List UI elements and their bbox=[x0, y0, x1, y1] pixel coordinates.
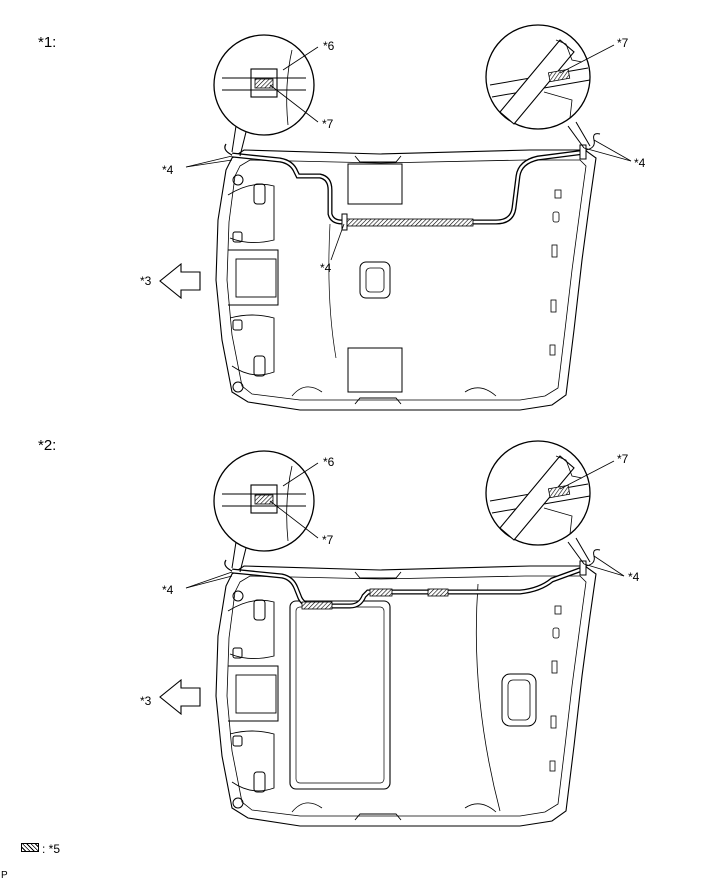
callout-4-right-panel2: *4 bbox=[628, 570, 640, 584]
callout-6-panel2: *6 bbox=[323, 455, 335, 469]
panel-1-title: *1: bbox=[38, 34, 57, 51]
figure-code: P bbox=[1, 870, 8, 881]
callout-7-left-panel1: *7 bbox=[322, 117, 334, 131]
callout-4-center-panel1: *4 bbox=[320, 261, 332, 275]
callout-7-left-panel2: *7 bbox=[322, 533, 334, 547]
callout-4-left-panel2: *4 bbox=[162, 583, 174, 597]
callout-7-right-panel1: *7 bbox=[617, 36, 629, 50]
legend-label: : *5 bbox=[42, 842, 61, 856]
hatch-legend-swatch bbox=[21, 843, 39, 852]
callout-4-left-panel1: *4 bbox=[162, 163, 174, 177]
callout-6-panel1: *6 bbox=[323, 39, 335, 53]
panel-2-drawing bbox=[159, 440, 625, 827]
panel-1-drawing bbox=[159, 24, 632, 411]
callout-3-panel2: *3 bbox=[140, 694, 152, 708]
callout-4-right-panel1: *4 bbox=[634, 156, 646, 170]
callout-3-panel1: *3 bbox=[140, 274, 152, 288]
callout-7-right-panel2: *7 bbox=[617, 452, 629, 466]
panel-2-title: *2: bbox=[38, 437, 57, 454]
